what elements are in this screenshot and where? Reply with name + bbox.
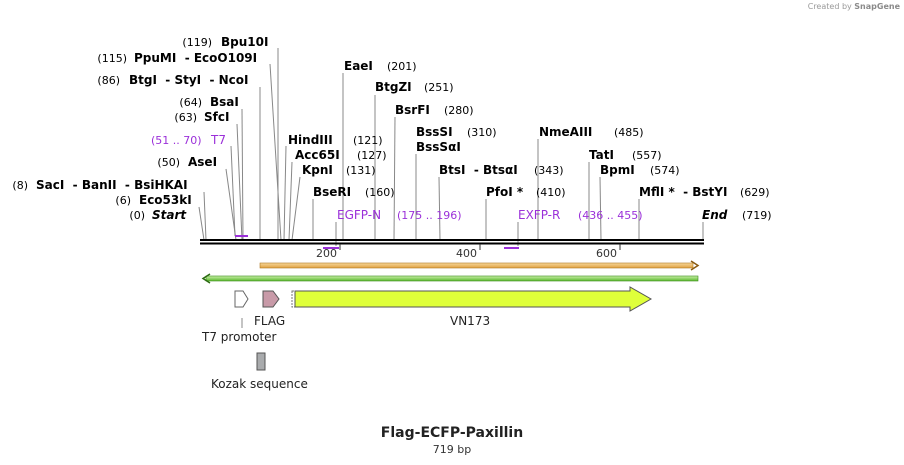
enzyme-label: BssSI — [416, 125, 453, 139]
enzyme-labels: (119) Bpu10I (115) PpuMI - EcoO109I (86)… — [12, 35, 771, 222]
sequence-title: Flag-ECFP-Paxillin — [380, 425, 524, 441]
orf-forward-bar — [259, 262, 694, 269]
orf-reverse-arrow — [201, 273, 699, 284]
dna-backbone — [200, 239, 704, 245]
enzyme-label: BsrFI — [395, 103, 430, 117]
enzyme-num: (64) — [179, 96, 202, 109]
enzyme-label: Acc65I — [295, 148, 340, 162]
snapgene-credit: Created by SnapGene — [808, 2, 900, 11]
start-label: Start — [152, 208, 187, 222]
enzyme-num: (160) — [365, 186, 395, 199]
cut-line-ppumi — [269, 63, 282, 241]
enzyme-label: MflI * - BstYI — [639, 185, 727, 199]
orf-reverse-bar — [205, 275, 699, 282]
sequence-map: (119) Bpu10I (115) PpuMI - EcoO109I (86)… — [12, 35, 771, 391]
enzyme-label: PpuMI - EcoO109I — [134, 51, 257, 65]
enzyme-label: BtgI - StyI - NcoI — [129, 73, 249, 87]
features: T7 promoter FLAG VN173 Kozak sequence — [201, 286, 653, 391]
cut-site-lines — [198, 48, 704, 241]
end-label: End — [702, 208, 728, 222]
cut-line-bsai — [241, 108, 244, 241]
vn173-feature — [294, 286, 653, 312]
enzyme-label: BtsI - BtsαI — [439, 163, 518, 177]
kozak-feature — [256, 352, 266, 371]
enzyme-num: (50) — [157, 156, 180, 169]
enzyme-label: NmeAIII — [539, 125, 592, 139]
enzyme-num: (629) — [740, 186, 770, 199]
enzyme-num: (121) — [353, 134, 383, 147]
cut-line-bsrfi — [393, 116, 396, 241]
t7-promoter-label: T7 promoter — [201, 330, 277, 344]
enzyme-label: Bpu10I — [221, 35, 268, 49]
enzyme-num: (201) — [387, 60, 417, 73]
enzyme-num: (719) — [742, 209, 772, 222]
sequence-length: 719 bp — [432, 443, 472, 456]
cut-line-bpmi — [599, 176, 602, 241]
ruler-label: 200 — [316, 247, 337, 260]
enzyme-label: BtgZI — [375, 80, 412, 94]
enzyme-num: (127) — [357, 149, 387, 162]
primer-label-exfp-r: EXFP-R — [518, 208, 560, 222]
orf-forward-head — [690, 260, 700, 271]
enzyme-label: EaeI — [344, 59, 373, 73]
enzyme-num: (310) — [467, 126, 497, 139]
enzyme-label: BssSαI — [416, 140, 461, 154]
enzyme-num: (0) — [129, 209, 145, 222]
enzyme-num: (131) — [346, 164, 376, 177]
enzyme-num: (485) — [614, 126, 644, 139]
ruler: 200 400 600 — [316, 244, 621, 260]
enzyme-label: PfoI * — [486, 185, 524, 199]
enzyme-label: AseI — [188, 155, 217, 169]
enzyme-num: (410) — [536, 186, 566, 199]
cut-line-sacI — [203, 191, 207, 241]
snapgene-logo: SnapGene — [854, 2, 900, 11]
enzyme-num: (343) — [534, 164, 564, 177]
enzyme-num: (251) — [424, 81, 454, 94]
flag-feature — [262, 290, 280, 308]
enzyme-num: (6) — [115, 194, 131, 207]
orf-forward-arrow — [259, 260, 700, 271]
enzyme-label: BseRI — [313, 185, 351, 199]
primer-label-egfp-n: EGFP-N — [337, 208, 381, 222]
enzyme-num: (115) — [97, 52, 127, 65]
enzyme-label: SfcI — [204, 110, 229, 124]
kozak-label: Kozak sequence — [211, 377, 308, 391]
enzyme-label: HindIII — [288, 133, 333, 147]
primer-range: (436 .. 455) — [578, 209, 643, 222]
cut-line-eco53ki — [198, 206, 205, 241]
primer-range: (51 .. 70) — [151, 134, 202, 147]
cut-line-kpni — [291, 176, 301, 241]
cut-line-hindiii — [283, 145, 287, 241]
enzyme-num: (63) — [174, 111, 197, 124]
vn173-label: VN173 — [450, 314, 490, 328]
primer-lines — [230, 145, 519, 246]
primer-range: (175 .. 196) — [397, 209, 462, 222]
enzyme-num: (280) — [444, 104, 474, 117]
enzyme-label: Eco53kI — [139, 193, 192, 207]
primer-labels: (51 .. 70) T7 EGFP-N (175 .. 196) EXFP-R… — [151, 133, 643, 222]
ruler-label: 400 — [456, 247, 477, 260]
enzyme-num: (574) — [650, 164, 680, 177]
enzyme-label: KpnI — [302, 163, 333, 177]
enzyme-label: BpmI — [600, 163, 635, 177]
primer-marks — [235, 235, 519, 249]
enzyme-num: (119) — [182, 36, 212, 49]
orf-reverse-head — [201, 273, 211, 284]
enzyme-num: (8) — [12, 179, 28, 192]
enzyme-label: TatI — [589, 148, 614, 162]
cut-line-acc65i — [288, 161, 293, 241]
cut-line-btsi — [438, 176, 441, 241]
primer-label-t7: T7 — [210, 133, 226, 147]
t7-promoter-feature — [234, 290, 249, 308]
enzyme-num: (557) — [632, 149, 662, 162]
enzyme-label: BsaI — [210, 95, 239, 109]
flag-label: FLAG — [254, 314, 285, 328]
enzyme-label: SacI - BanII - BsiHKAI — [36, 178, 188, 192]
ruler-label: 600 — [596, 247, 617, 260]
cut-line-sfci — [236, 123, 243, 241]
enzyme-num: (86) — [97, 74, 120, 87]
primer-line-t7 — [230, 145, 236, 237]
credit-prefix: Created by — [807, 2, 852, 11]
